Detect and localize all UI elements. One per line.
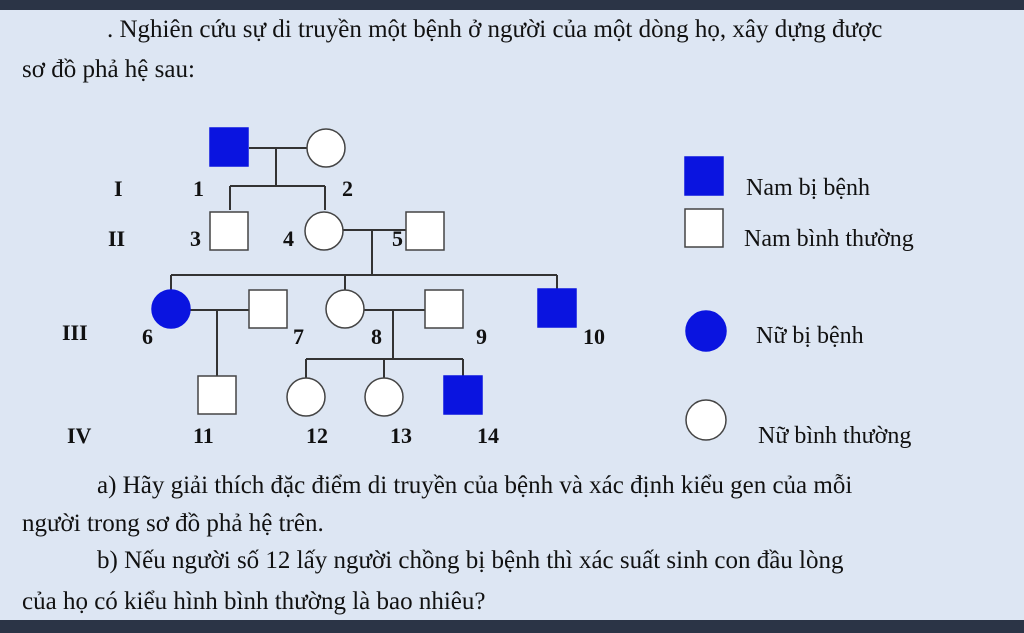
individual-label-8: 8 <box>371 324 382 349</box>
individual-label-1: 1 <box>193 176 204 201</box>
individual-3-normal-male <box>209 211 249 251</box>
individual-4-normal-female <box>304 211 344 251</box>
top-frame-bar <box>0 0 1024 10</box>
individual-13-normal-female <box>364 377 404 417</box>
individual-label-14: 14 <box>477 423 499 448</box>
question-a-line-1: a) Hãy giải thích đặc điểm di truyền của… <box>97 472 853 499</box>
individual-5-normal-male <box>405 211 445 251</box>
individual-12-normal-female <box>286 377 326 417</box>
legend-affected-male: Nam bị bệnh <box>746 175 870 201</box>
individual-2-normal-female <box>306 128 346 168</box>
individual-label-7: 7 <box>293 324 304 349</box>
legend-normal-male: Nam bình thường <box>744 226 914 252</box>
intro-line-1: . Nghiên cứu sự di truyền một bệnh ở ngư… <box>107 16 883 43</box>
individual-label-2: 2 <box>342 176 353 201</box>
individual-9-normal-male <box>424 289 464 329</box>
individual-label-13: 13 <box>390 423 412 448</box>
intro-line-2: sơ đồ phả hệ sau: <box>22 56 195 83</box>
question-b-line-2: của họ có kiểu hình bình thường là bao n… <box>22 588 486 615</box>
individual-label-3: 3 <box>190 226 201 251</box>
individual-14-affected-male <box>443 375 483 415</box>
individual-1-affected-male <box>209 127 249 167</box>
pedigree-lines <box>170 147 558 380</box>
question-b-line-1: b) Nếu người số 12 lấy người chồng bị bệ… <box>97 547 844 574</box>
legend-normal-female: Nữ bình thường <box>758 423 912 449</box>
generation-label-2: II <box>108 226 126 251</box>
individual-label-11: 11 <box>193 423 214 448</box>
individual-label-6: 6 <box>142 324 153 349</box>
individual-label-5: 5 <box>392 226 403 251</box>
individual-10-affected-male <box>537 288 577 328</box>
bottom-frame-bar <box>0 620 1024 633</box>
legend-affected-female: Nữ bị bệnh <box>756 323 864 349</box>
pedigree-individuals <box>151 127 577 417</box>
generation-label-4: IV <box>67 423 92 448</box>
individual-label-9: 9 <box>476 324 487 349</box>
individual-7-normal-male <box>248 289 288 329</box>
individual-label-12: 12 <box>306 423 328 448</box>
legend-normal-female-symbol <box>685 399 727 441</box>
legend-symbols <box>684 156 727 441</box>
legend-normal-male-symbol <box>684 208 724 248</box>
individual-8-normal-female <box>325 289 365 329</box>
legend-affected-female-symbol <box>685 310 727 352</box>
individual-6-affected-female <box>151 289 191 329</box>
individual-label-4: 4 <box>283 226 294 251</box>
question-a-line-2: người trong sơ đồ phả hệ trên. <box>22 510 324 537</box>
generation-label-3: III <box>62 320 88 345</box>
individual-11-normal-male <box>197 375 237 415</box>
generation-label-1: I <box>114 176 123 201</box>
individual-label-10: 10 <box>583 324 605 349</box>
legend-affected-male-symbol <box>684 156 724 196</box>
